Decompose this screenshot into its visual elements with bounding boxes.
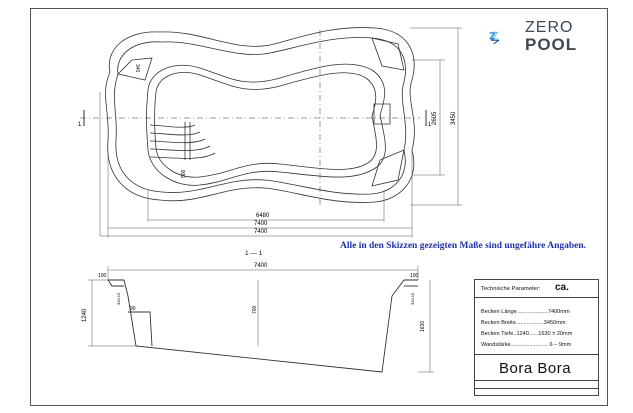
section-mid-depth: 700 [252,305,258,314]
pool-inner-basin [146,63,386,186]
model-name: Bora Bora [499,360,572,377]
technical-parameters-table: Technische Parameter: ca. Becken Länge..… [474,279,599,396]
table-divider [475,297,598,298]
section-label: 1 — 1 [245,250,263,257]
pool-steps [149,124,216,159]
dim-inner-length: 6480 [256,213,270,219]
section-profile [108,279,418,373]
dim-inner-width: 2605 [432,111,438,125]
section-length: 7400 [254,263,268,269]
corner-seat-right [371,37,405,71]
table-row-width: Becken Breite..................3450mm [481,320,566,326]
pool-outer-rim [105,27,415,203]
dim-step-depth: 500 [181,169,187,178]
dim-outer-length-1: 7400 [254,221,268,227]
section-side-left: 334.15 [116,292,121,305]
table-divider [475,354,598,355]
corner-seat-left [117,57,153,81]
dim-outer-length-2: 7400 [254,229,268,235]
section-mark-right: 1 [428,122,432,128]
section-deep-depth: 1630 [420,321,426,332]
section-mark-left: 1 [78,122,82,128]
table-title: Technische Parameter: [481,286,541,292]
table-divider [475,380,598,381]
zero-pool-logo-icon [489,31,500,45]
corner-seat-bottom-right [371,149,405,187]
table-ca: ca. [555,282,569,293]
table-divider [475,388,598,389]
pool-inner-basin-2 [154,72,377,178]
logo-word-pool: POOL [525,35,578,54]
table-row-depth: Becken Tiefe..1240......1630 ± 20mm [481,331,573,337]
table-row-length: Becken Länge....................7400mm [481,309,570,315]
dim-outer-width: 3450 [451,111,457,125]
section-rim-left: 100 [98,273,107,279]
drawing-frame [30,8,608,406]
skimmer [373,103,391,125]
section-rim-right: 100 [410,273,419,279]
section-side-right: 334.15 [410,292,415,305]
section-depth: 1240 [82,308,88,322]
table-row-wall: Wandstärke........................ 6 – 9… [481,342,572,348]
dim-corner-radius: 340 [134,64,140,73]
section-step-width: 90 [130,306,136,312]
disclaimer-note: Alle in den Skizzen gezeigten Maße sind … [340,241,587,251]
logo-word-zero: ZERO [525,19,574,36]
